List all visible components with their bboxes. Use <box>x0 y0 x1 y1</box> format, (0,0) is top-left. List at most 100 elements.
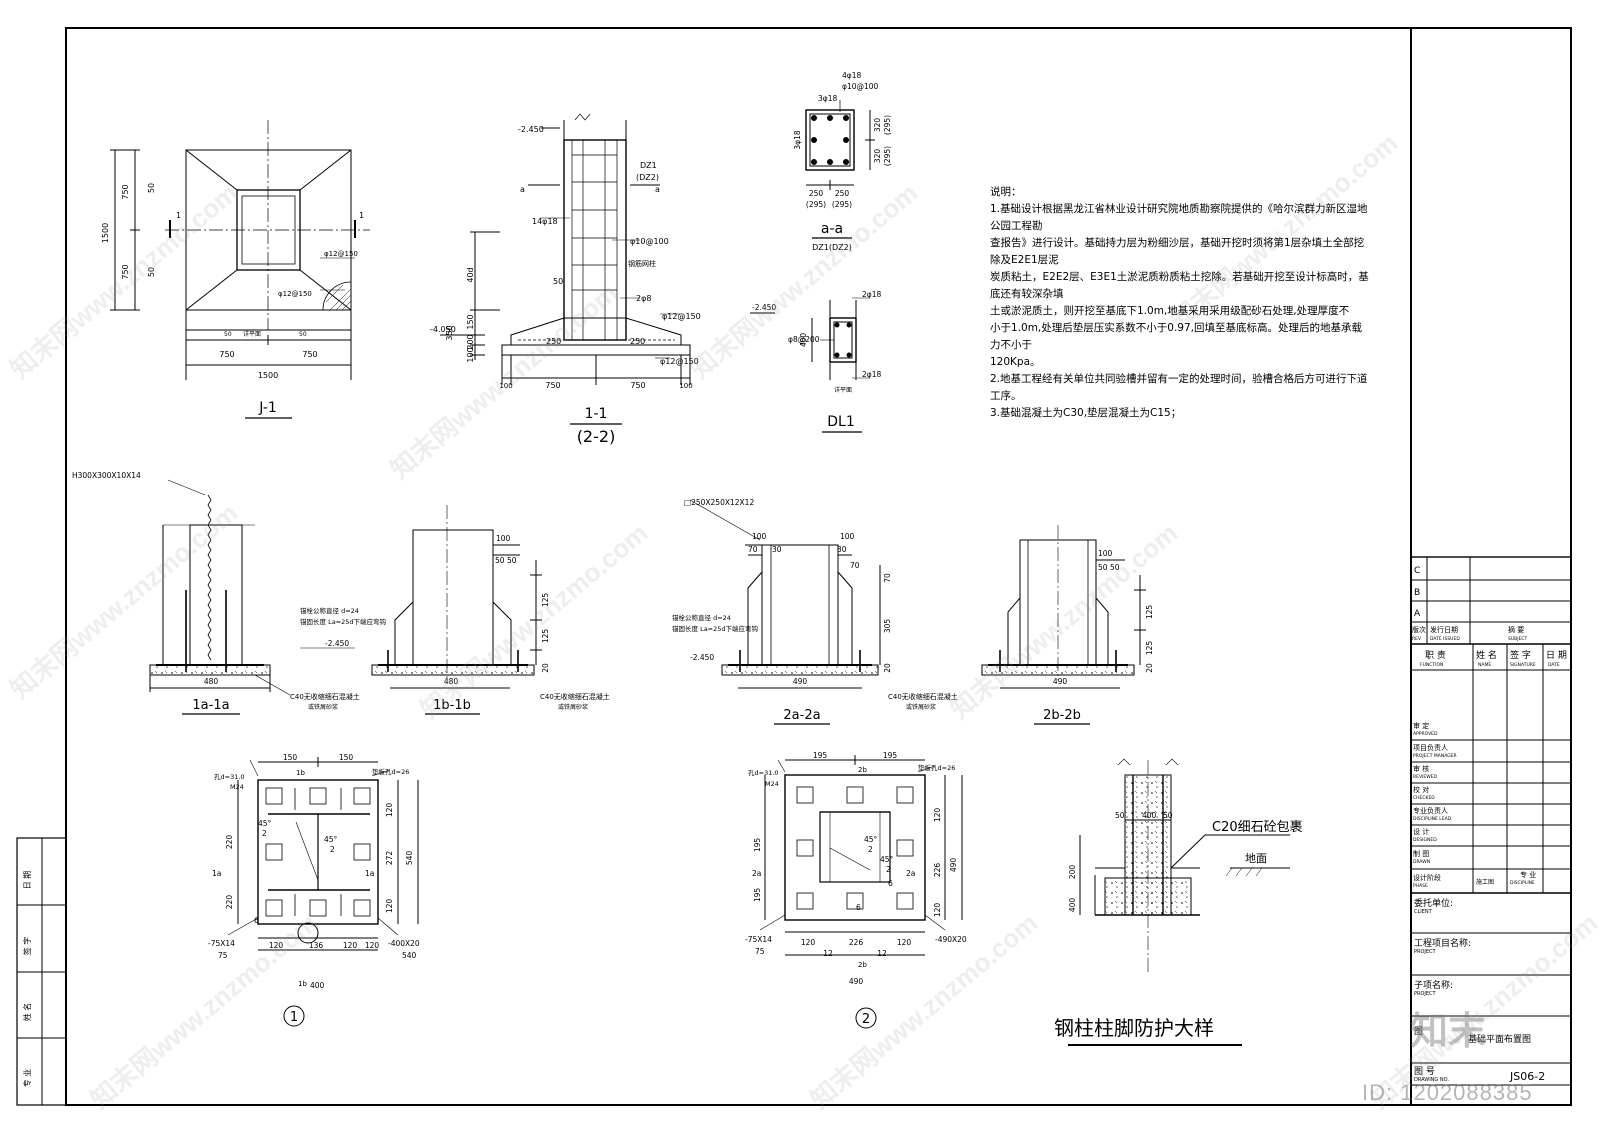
role-pm-en: PROJECT MANAGER <box>1413 753 1457 759</box>
p1-dim-right-3: 120 <box>385 899 394 914</box>
j1-d50-h2: 50 <box>299 331 307 338</box>
s2a-dim-20: 20 <box>883 663 892 673</box>
p1-caption: 1 <box>290 1010 298 1025</box>
watermark-1: 知末网www.znzmo.com <box>5 177 244 384</box>
aa-labels: 4φ18 φ10@100 3φ18 3φ18 320 (295) 320 (29… <box>793 71 892 252</box>
rev-c: C <box>1414 566 1420 576</box>
rev-hdr-rev: 版次 <box>1412 625 1426 634</box>
p1-mark-1b-bot: 1b <box>298 980 307 988</box>
aa-dim-295c: (295) <box>806 200 826 209</box>
s2b-labels: 100 50 50 125 125 20 490 2b-2b <box>1043 549 1154 723</box>
p2-tot-b: 490 <box>849 977 864 986</box>
s11-bar-3: 钢筋网柱 <box>628 259 656 268</box>
s1a-steel: H300X300X10X14 <box>72 471 141 480</box>
left-signature-strip: 日 期 签 字 姓 名 专 业 <box>16 837 67 1106</box>
column-section-a-a <box>805 100 875 190</box>
beam-section-dl1 <box>750 297 870 380</box>
p2-angle-2: 45° <box>880 855 894 864</box>
notes-line-8: 3.基础混凝土为C30,垫层混凝土为C15； <box>990 407 1182 419</box>
role-approved: 审 定 <box>1413 721 1429 730</box>
s11-col-label2: (DZ2) <box>636 173 659 182</box>
s2a-elev: -2.450 <box>690 653 714 662</box>
p2-mark-2b-bot: 2b <box>858 961 867 969</box>
p2-stiff2: 75 <box>755 947 765 956</box>
aa-bar-3: 3φ18 <box>818 94 837 103</box>
s2b-dim-100: 100 <box>1098 549 1113 558</box>
prot-ground: 地面 <box>1245 852 1267 865</box>
phase-label-en: PHASE <box>1413 883 1428 889</box>
func-hdr-name-en: NAME <box>1478 662 1491 668</box>
s1a-labels: H300X300X10X14 480 C40无收缩细石混凝土 或铁屑砂浆 1a-… <box>72 471 360 713</box>
phase-value: 施工图 <box>1476 878 1494 886</box>
subproject-label: 子项名称: <box>1414 979 1453 991</box>
p2-dim-bot-1: 120 <box>801 938 816 947</box>
j1-dim-750-2: 750 <box>302 350 317 359</box>
j1-plan-note: 详平面 <box>243 330 261 338</box>
p2-plate: 垫板孔d=26 <box>918 763 955 772</box>
s11-caption2: (2-2) <box>577 427 616 446</box>
s1b-dim-50b: 50 <box>507 556 517 565</box>
p1-dim-bot-3: 120 <box>343 941 358 950</box>
role-checked: 校 对 <box>1413 785 1429 794</box>
s1b-anchor1: 锚栓公称直径 d=24 <box>300 606 359 615</box>
p1-angle-2: 45° <box>324 835 338 844</box>
p2-w6-1: 6 <box>888 879 893 888</box>
dl1-bar-bot: 2φ18 <box>862 370 881 379</box>
discipline-label-en: DISCIPLINE <box>1510 880 1535 886</box>
dl1-dim-400: 400 <box>799 333 808 348</box>
s2b-dim-125a: 125 <box>1145 605 1154 620</box>
aa-bar-2: φ10@100 <box>842 82 879 91</box>
prot-dim-50b: 50 <box>1163 811 1173 820</box>
s2a-dim-100a: 100 <box>752 532 767 541</box>
prot-labels: 50 400 50 200 400 C20细石砼包裹 地面 钢柱柱脚防护大样 <box>1054 811 1303 1040</box>
s11-dim-100a: 100 <box>499 382 512 390</box>
base-plate-plan-1 <box>227 757 419 1027</box>
s1a-grout2: 或铁屑砂浆 <box>308 703 338 711</box>
phase-label: 设计阶段 <box>1413 873 1441 882</box>
p1-dim-bot-1: 120 <box>269 941 284 950</box>
s1b-labels: 锚栓公称直径 d=24 锚固长度 La=25d下端应弯钩 -2.450 100 … <box>300 534 610 713</box>
role-pm: 项目负责人 <box>1413 743 1448 752</box>
s1b-dim-125b: 125 <box>541 629 550 644</box>
s2a-grout: C40无收缩细石混凝土 <box>888 692 958 701</box>
s1b-width: 480 <box>444 677 459 686</box>
s2a-grout2: 或铁屑砂浆 <box>906 703 936 711</box>
aa-dim-295b: (295) <box>883 146 892 166</box>
drawing-name-value: 基础平面布置图 <box>1468 1033 1531 1045</box>
s11-bar-5: φ12@150 <box>662 312 701 321</box>
func-hdr-name: 姓 名 <box>1476 649 1497 661</box>
s2b-dim-50a: 50 <box>1098 563 1108 572</box>
title-block <box>1410 556 1572 1106</box>
j1-dim-total-v: 1500 <box>101 223 110 243</box>
func-hdr-function: 职 责 <box>1425 649 1446 661</box>
p1-tot-b2: 400 <box>310 981 325 990</box>
s11-dim-750b: 750 <box>630 381 645 390</box>
p1-w2-1: 2 <box>262 829 267 838</box>
s11-sec-a-right: a <box>655 185 660 194</box>
func-hdr-sign: 签 字 <box>1510 649 1531 661</box>
p2-angle-1: 45° <box>864 835 878 844</box>
p2-dim-right-2: 226 <box>933 863 942 878</box>
s11-col-label: DZ1 <box>640 161 657 170</box>
s2a-width: 490 <box>793 677 808 686</box>
dl1-labels: -2.450 2φ18 φ8@200 2φ18 400 详平面 DL1 <box>752 290 881 430</box>
s1b-dim-50a: 50 <box>495 556 505 565</box>
s2a-labels: □250X250X12X12 锚栓公称直径 d=24 锚固长度 La=25d下端… <box>672 498 958 723</box>
notes-line-4: 土或淤泥质土，则开挖至基底下1.0m,地基采用采用级配砂石处理,处理厚度不 <box>990 305 1350 317</box>
s11-dim-750a: 750 <box>545 381 560 390</box>
role-lead: 专业负责人 <box>1413 806 1448 815</box>
p2-baseplate: -490X20 <box>935 935 967 944</box>
s1b-anchor2: 锚固长度 La=25d下端应弯钩 <box>300 617 387 626</box>
p2-dim-left-1: 195 <box>753 838 762 853</box>
watermark-3: 知末网www.znzmo.com <box>685 177 924 384</box>
s1b-dim-100: 100 <box>496 534 511 543</box>
p1-labels: 150 150 1b 垫板孔d=26 孔d=31.0 M24 45° 2 45°… <box>208 753 420 1025</box>
drawing-name-label: 图 <box>1414 1026 1423 1037</box>
s11-dim-100: 100 <box>466 347 475 362</box>
s11-dim-150: 150 <box>466 314 475 329</box>
dl1-elev: -2.450 <box>752 303 776 312</box>
prot-dim-50a: 50 <box>1115 811 1125 820</box>
p1-hole: 孔d=31.0 <box>214 773 245 781</box>
s2a-caption: 2a-2a <box>783 708 820 723</box>
